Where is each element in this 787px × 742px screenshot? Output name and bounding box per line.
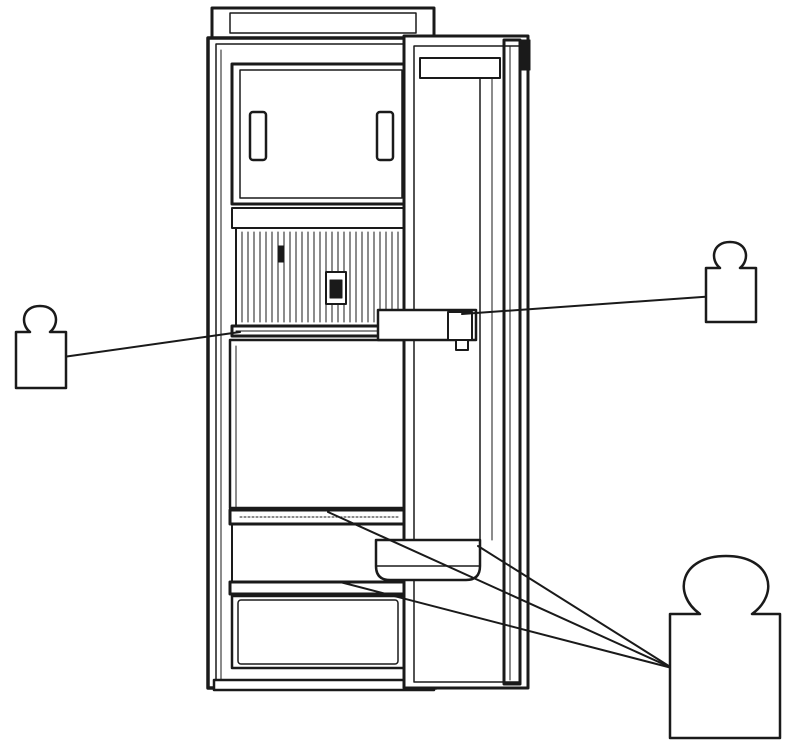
leader-line-shelf-middle bbox=[327, 511, 673, 669]
leader-line-left bbox=[55, 331, 241, 359]
door-top-rail bbox=[419, 57, 501, 79]
weight-icon-large bbox=[668, 554, 782, 740]
freezer-latch-left bbox=[248, 110, 268, 162]
fridge-door bbox=[402, 34, 531, 690]
door-shelf-upper bbox=[376, 308, 478, 351]
cabinet-top-cap bbox=[210, 6, 436, 40]
weight-icon-left bbox=[14, 304, 68, 390]
leader-line-shelf-lower bbox=[339, 581, 673, 669]
leader-line-door-shelf bbox=[477, 545, 673, 669]
weight-icon-right bbox=[704, 240, 758, 324]
leader-lines bbox=[55, 295, 717, 669]
shelf-middle bbox=[228, 508, 408, 526]
freezer-latch-right bbox=[375, 110, 395, 162]
leader-line-right bbox=[461, 295, 717, 315]
